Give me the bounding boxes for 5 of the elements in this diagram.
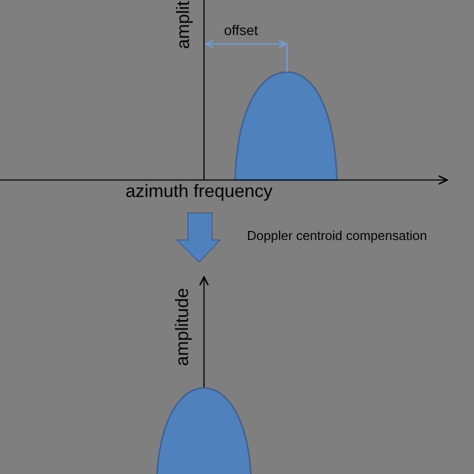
step-label: Doppler centroid compensation	[247, 229, 427, 242]
axis-label: amplit	[174, 1, 192, 49]
axis-label: amplitude	[173, 288, 191, 366]
dimension-label: offset	[224, 23, 258, 37]
axis-label: azimuth frequency	[125, 182, 273, 200]
